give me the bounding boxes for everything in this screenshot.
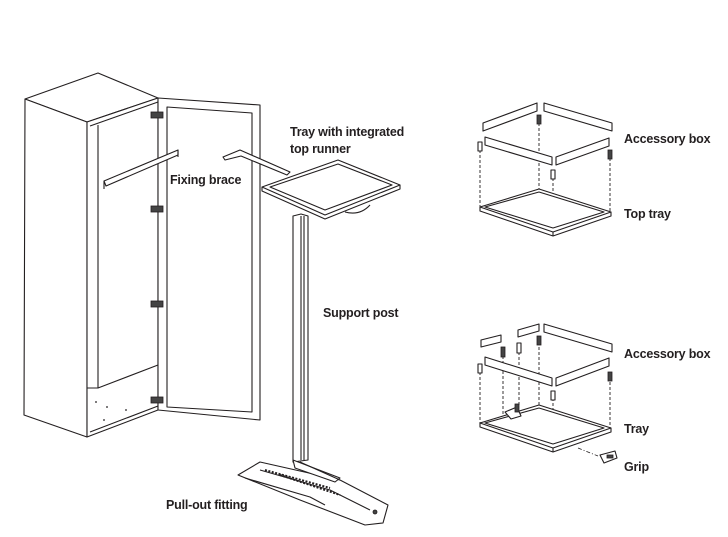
label-top-tray: Top tray: [624, 207, 671, 221]
top-tray: [479, 188, 612, 237]
cabinet: [23, 72, 159, 438]
label-grip: Grip: [624, 460, 649, 474]
pull-out-fitting: [237, 459, 389, 526]
top-runner-tray: [261, 159, 401, 220]
tray: [479, 403, 612, 453]
support-post: [292, 213, 309, 463]
label-accessory-box-bottom: Accessory box: [624, 347, 711, 361]
fixing-brace: [103, 149, 291, 189]
label-accessory-box-top: Accessory box: [624, 132, 711, 146]
hinge-icons: [150, 111, 164, 404]
cabinet-door: [150, 97, 261, 421]
label-fixing-brace: Fixing brace: [170, 173, 242, 187]
top-accessory-box: [477, 102, 613, 232]
label-support-post: Support post: [323, 306, 399, 320]
label-pull-out-fitting: Pull-out fitting: [166, 498, 248, 512]
label-tray: Tray: [624, 422, 649, 436]
label-tray-with-top-runner: Tray with integrated top runner: [290, 124, 404, 158]
bottom-accessory-box: [477, 323, 613, 448]
grip: [577, 447, 618, 464]
label-line-1: Tray with integrated: [290, 125, 405, 139]
label-line-2: top runner: [290, 142, 351, 156]
